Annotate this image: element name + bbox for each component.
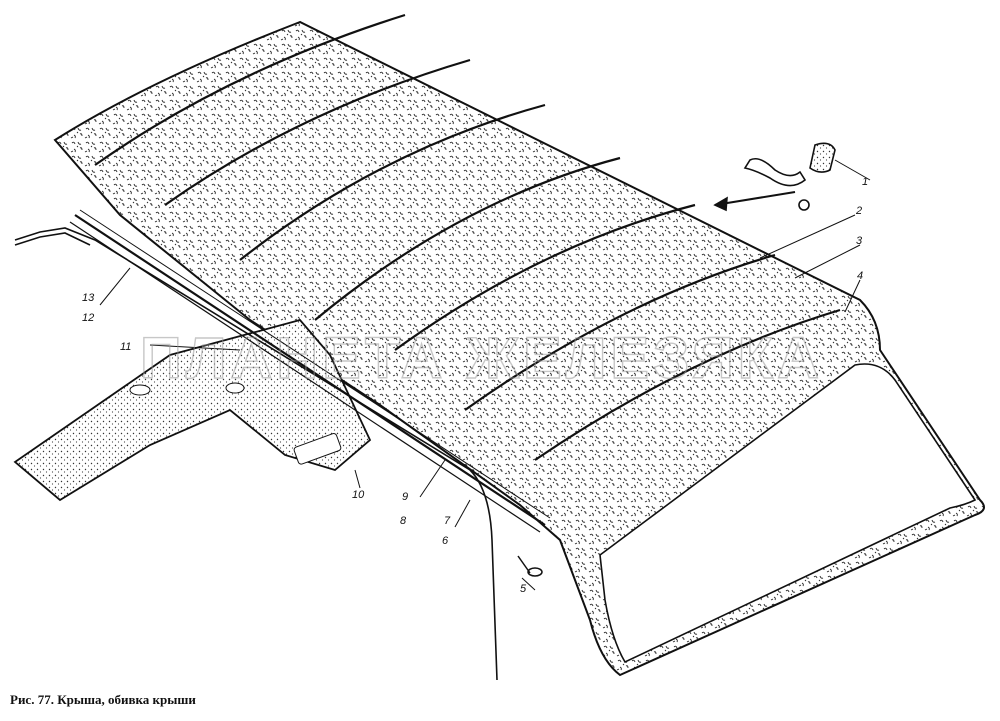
- callout-2: 2: [855, 205, 862, 217]
- callout-3: 3: [856, 235, 863, 247]
- leader-lines: [99, 159, 871, 591]
- callout-7: 7: [444, 515, 451, 527]
- callout-13: 13: [82, 292, 95, 304]
- callout-10: 10: [352, 489, 365, 501]
- callout-12: 12: [82, 312, 94, 324]
- callout-5: 5: [520, 583, 527, 595]
- callout-8: 8: [400, 515, 407, 527]
- seal-strips: [14, 227, 498, 681]
- figure-caption: Рис. 77. Крыша, обивка крыши: [10, 692, 196, 707]
- roof-panel: [53, 13, 985, 677]
- clip-part: [713, 142, 836, 212]
- watermark-text: ПЛАНЕТА ЖЕЛЕЗЯКА: [140, 326, 823, 391]
- callout-11: 11: [120, 341, 131, 353]
- callout-4: 4: [857, 270, 863, 282]
- side-rail: [69, 209, 551, 533]
- roof-bows: [94, 13, 841, 461]
- callout-labels: 1 2 3 4 5 6 7 8 9 10 11 12 13: [82, 176, 868, 595]
- headliner: [13, 318, 372, 502]
- screw-part: [517, 555, 543, 577]
- callout-6: 6: [442, 535, 449, 547]
- callout-9: 9: [402, 491, 408, 503]
- callout-1: 1: [862, 176, 868, 188]
